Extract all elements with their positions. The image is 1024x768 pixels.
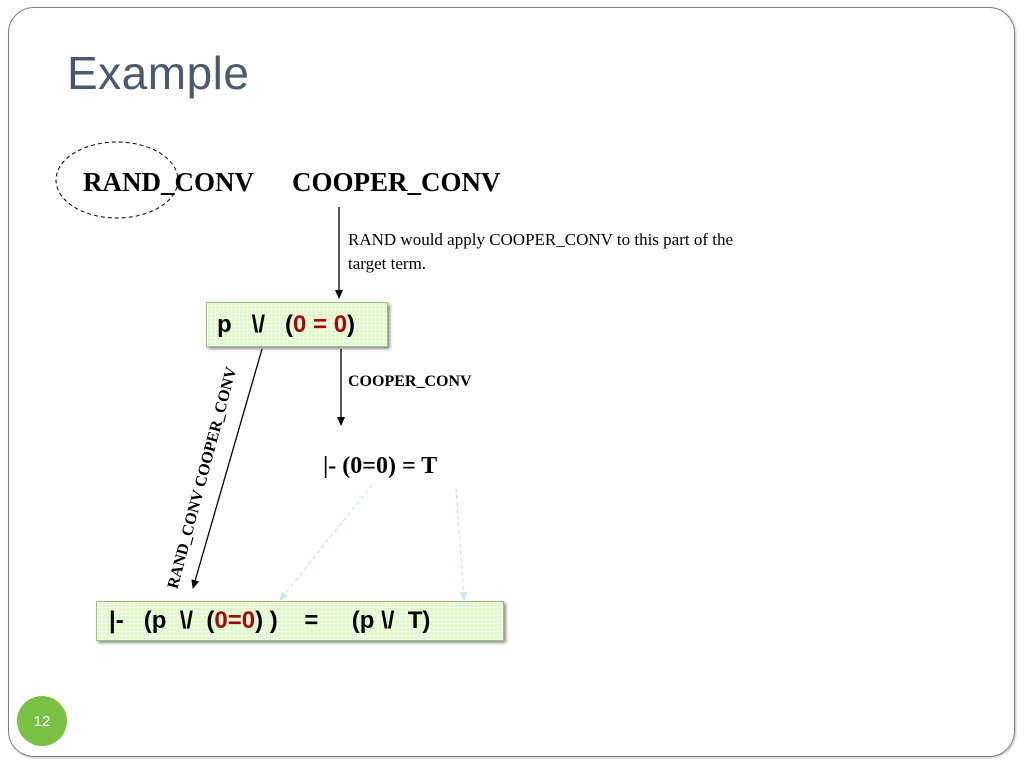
term-prefix: p \/ ( (217, 310, 293, 338)
target-term-box: p \/ (0 = 0) (206, 302, 388, 347)
final-theorem-box: |- (p \/ (0=0) ) = (p \/ T) (96, 601, 504, 641)
final-prefix: |- (p \/ ( (109, 607, 215, 634)
final-rest: ) ) = (p \/ T) (255, 607, 431, 634)
cooper-conv-label: COOPER_CONV (292, 167, 501, 197)
slide-frame (8, 7, 1015, 757)
rand-conv-highlight-ellipse (55, 141, 179, 219)
annotation-note: RAND would apply COOPER_CONV to this par… (348, 230, 734, 273)
dashed-arrow-right (455, 487, 468, 601)
final-highlight: 0=0 (214, 607, 256, 634)
slide-title: Example (67, 47, 250, 99)
rand-conv-label: RAND_CONV (83, 167, 254, 197)
cooper-step-label: COOPER_CONV (348, 373, 472, 390)
page-number-badge: 12 (17, 696, 67, 746)
intermediate-theorem: |- (0=0) = T (323, 453, 438, 479)
arrow-rand-cooper-diagonal (191, 348, 263, 589)
term-highlight: 0 = 0 (293, 310, 348, 338)
term-suffix: ) (347, 310, 356, 338)
dashed-arrow-left (279, 484, 373, 601)
